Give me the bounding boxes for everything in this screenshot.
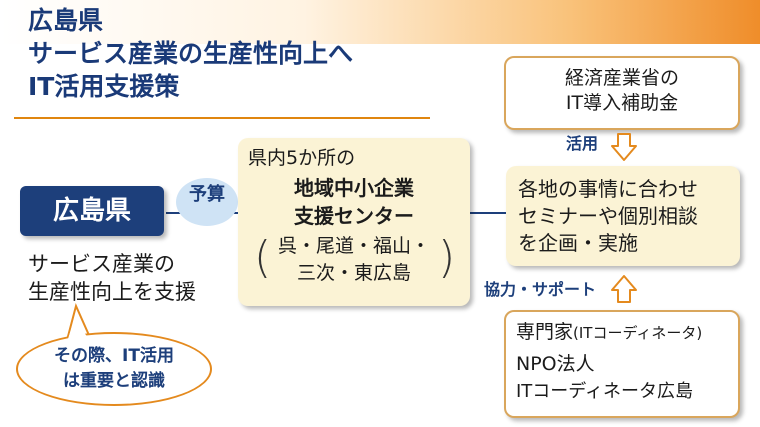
connector-center-to-events	[470, 212, 506, 214]
speech-bubble-tail-fill	[67, 320, 90, 342]
budget-label: 予算	[189, 184, 225, 205]
locations-line-1: 呉・尾道・福山・	[277, 235, 430, 257]
experts-line-1-row: 専門家(ITコーディネータ)	[516, 320, 702, 346]
use-label: 活用	[566, 134, 599, 153]
title-line-3: IT活用支援策	[28, 72, 180, 101]
page-title: 広島県 サービス産業の生産性向上へ IT活用支援策	[28, 4, 448, 103]
bubble-line-2: は重要と認識	[63, 371, 165, 391]
support-center-box: 県内5か所の 地域中小企業 支援センター ( 呉・尾道・福山・ 三次・東広島 )	[238, 138, 470, 306]
experts-line-1-sub: (ITコーディネータ)	[573, 324, 703, 342]
experts-line-1: 専門家	[516, 321, 574, 343]
events-planning-box: 各地の事情に合わせ セミナーや個別相談 を企画・実施	[506, 166, 740, 266]
prefecture-caption-line-2: 生産性向上を支援	[28, 280, 196, 304]
prefecture-caption-line-1: サービス産業の	[28, 252, 175, 276]
prefecture-label: 広島県	[52, 196, 131, 226]
events-line-2: セミナーや個別相談	[518, 204, 698, 228]
support-center-name-line-2: 支援センター	[294, 204, 414, 228]
locations-line-2: 三次・東広島	[296, 262, 411, 284]
header-gradient-band	[0, 0, 760, 44]
ministry-line-1: 経済産業省の	[564, 67, 679, 89]
events-line-1: 各地の事情に合わせ	[518, 177, 698, 201]
prefecture-box: 広島県	[20, 186, 164, 236]
bubble-line-1: その際、IT活用	[54, 346, 174, 366]
support-label: 協力・サポート	[484, 280, 597, 299]
importance-speech-bubble: その際、IT活用 は重要と認識	[16, 332, 212, 406]
ministry-line-2: IT導入補助金	[565, 92, 679, 114]
experts-line-2: NPO法人	[516, 353, 595, 375]
title-line-1: 広島県	[28, 6, 104, 35]
support-center-name-line-1: 地域中小企業	[294, 176, 414, 200]
ministry-subsidy-box: 経済産業省の IT導入補助金	[504, 56, 740, 130]
budget-label-oval: 予算	[176, 178, 238, 226]
events-line-3: を企画・実施	[518, 231, 638, 255]
locations-close-paren: )	[438, 232, 456, 283]
up-arrow-icon	[611, 275, 637, 303]
locations-open-paren: (	[254, 232, 272, 283]
support-center-intro: 県内5か所の	[248, 147, 356, 169]
title-line-2: サービス産業の生産性向上へ	[28, 39, 354, 68]
down-arrow-icon	[611, 133, 637, 161]
experts-line-3: ITコーディネータ広島	[516, 381, 694, 402]
title-underline	[14, 117, 430, 119]
experts-box: 専門家(ITコーディネータ) NPO法人 ITコーディネータ広島	[504, 310, 740, 418]
